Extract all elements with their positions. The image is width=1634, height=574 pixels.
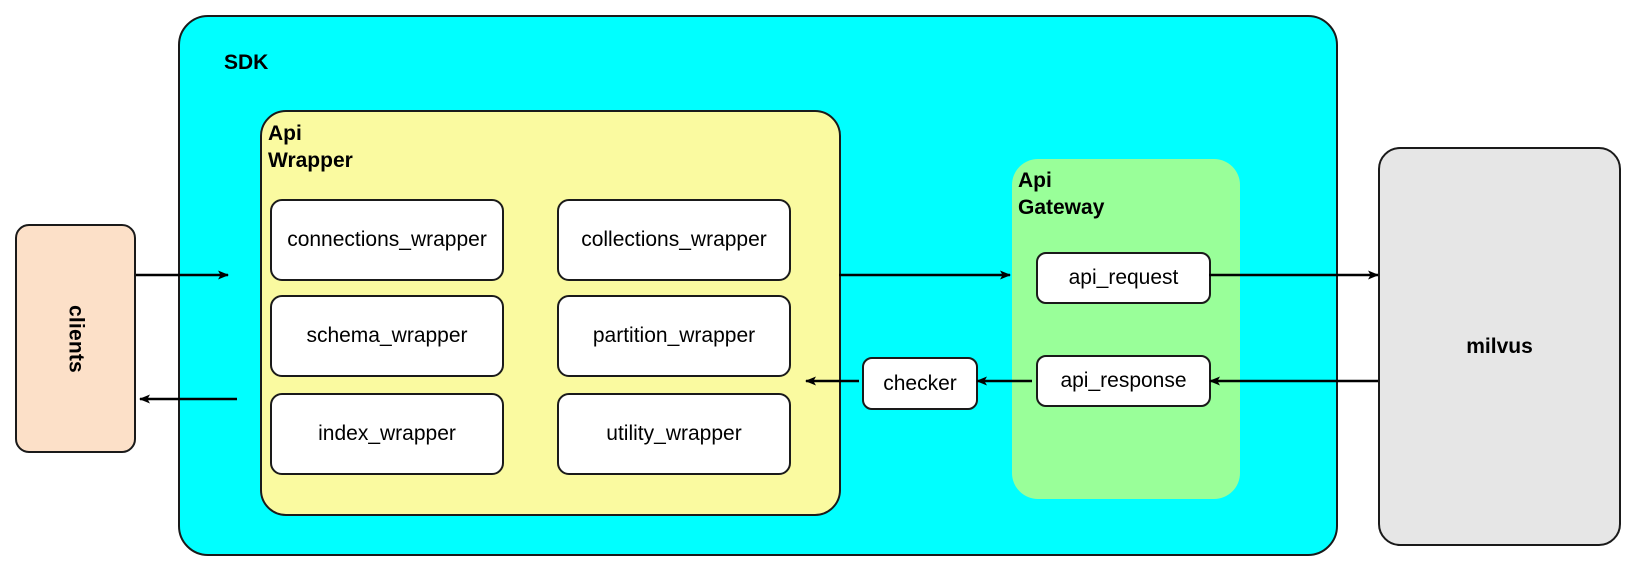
api-wrapper-label: Api Wrapper [268,122,353,172]
milvus-node[interactable]: milvus [1378,147,1621,546]
clients-node[interactable]: clients [15,224,136,453]
utility-wrapper-box[interactable]: utility_wrapper [557,393,791,475]
partition-wrapper-box[interactable]: partition_wrapper [557,295,791,377]
collections-wrapper-label: collections_wrapper [581,228,767,251]
api-response-box[interactable]: api_response [1036,355,1211,407]
api-response-label: api_response [1060,369,1187,392]
api-gateway-label: Api Gateway [1018,169,1105,219]
checker-node[interactable]: checker [862,357,978,410]
sdk-container[interactable]: SDK Api Wrapper connections_wrapper coll… [178,15,1338,556]
connections-wrapper-box[interactable]: connections_wrapper [270,199,504,281]
api-request-label: api_request [1068,266,1179,289]
utility-wrapper-label: utility_wrapper [606,422,742,445]
schema-wrapper-label: schema_wrapper [306,324,468,347]
index-wrapper-label: index_wrapper [318,422,456,445]
milvus-label: milvus [1466,334,1533,358]
collections-wrapper-box[interactable]: collections_wrapper [557,199,791,281]
clients-label: clients [64,304,88,373]
index-wrapper-box[interactable]: index_wrapper [270,393,504,475]
sdk-label: SDK [224,51,269,74]
checker-label: checker [883,371,957,395]
api-request-box[interactable]: api_request [1036,252,1211,304]
api-gateway-container[interactable]: Api Gateway api_request api_response [1012,159,1240,499]
partition-wrapper-label: partition_wrapper [592,324,756,347]
connections-wrapper-label: connections_wrapper [287,228,487,251]
schema-wrapper-box[interactable]: schema_wrapper [270,295,504,377]
api-wrapper-container[interactable]: Api Wrapper connections_wrapper collecti… [260,110,841,516]
